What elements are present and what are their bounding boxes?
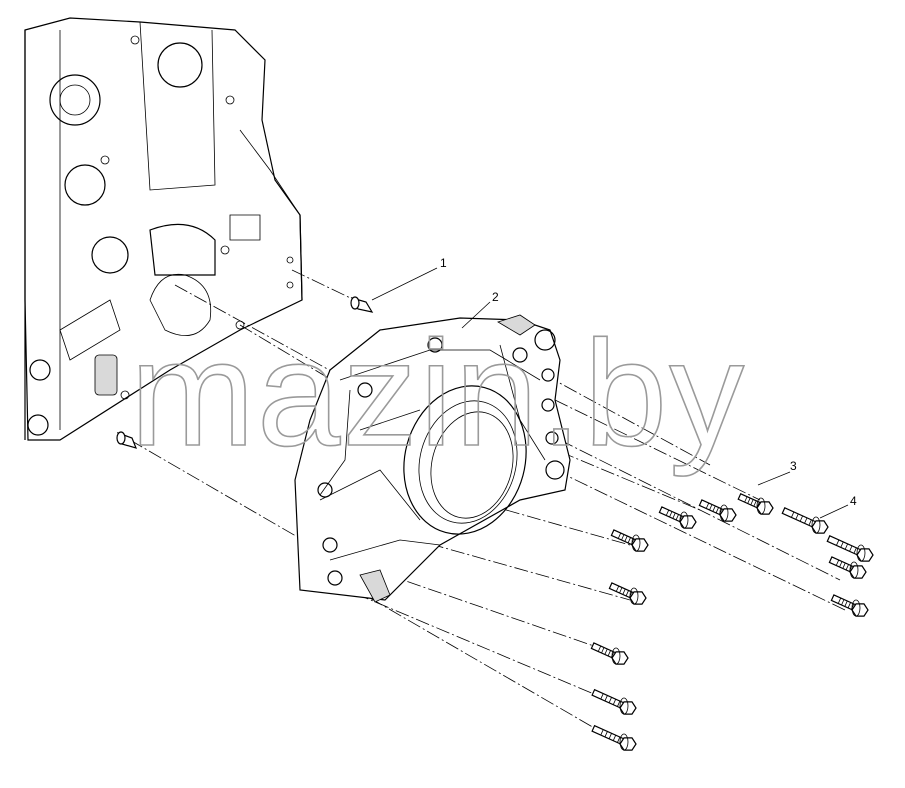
bolt [826, 535, 874, 562]
callout-3: 3 [757, 459, 797, 486]
callout-2-label: 2 [492, 290, 499, 304]
bolt [658, 506, 697, 529]
bolt [590, 642, 629, 665]
watermark-text: mazin.by [130, 309, 746, 477]
bolts [590, 492, 874, 751]
bolt [698, 499, 737, 522]
callout-4: 4 [819, 494, 857, 519]
callout-3-label: 3 [790, 459, 797, 473]
rear-housing [294, 314, 571, 603]
bolt [781, 507, 829, 534]
bolt [828, 556, 867, 579]
bolt [591, 724, 637, 751]
callout-2: 2 [461, 290, 499, 329]
callout-4-label: 4 [850, 494, 857, 508]
dowel-pin-lower [116, 431, 138, 449]
callout-1-label: 1 [440, 256, 447, 270]
bolt [737, 492, 774, 515]
bolt [830, 594, 869, 617]
dowel-pin-upper [350, 296, 374, 313]
bolt [591, 688, 637, 715]
bolt [610, 529, 649, 552]
callout-1: 1 [371, 256, 447, 301]
engine-block [24, 17, 303, 441]
bolt [608, 582, 647, 605]
